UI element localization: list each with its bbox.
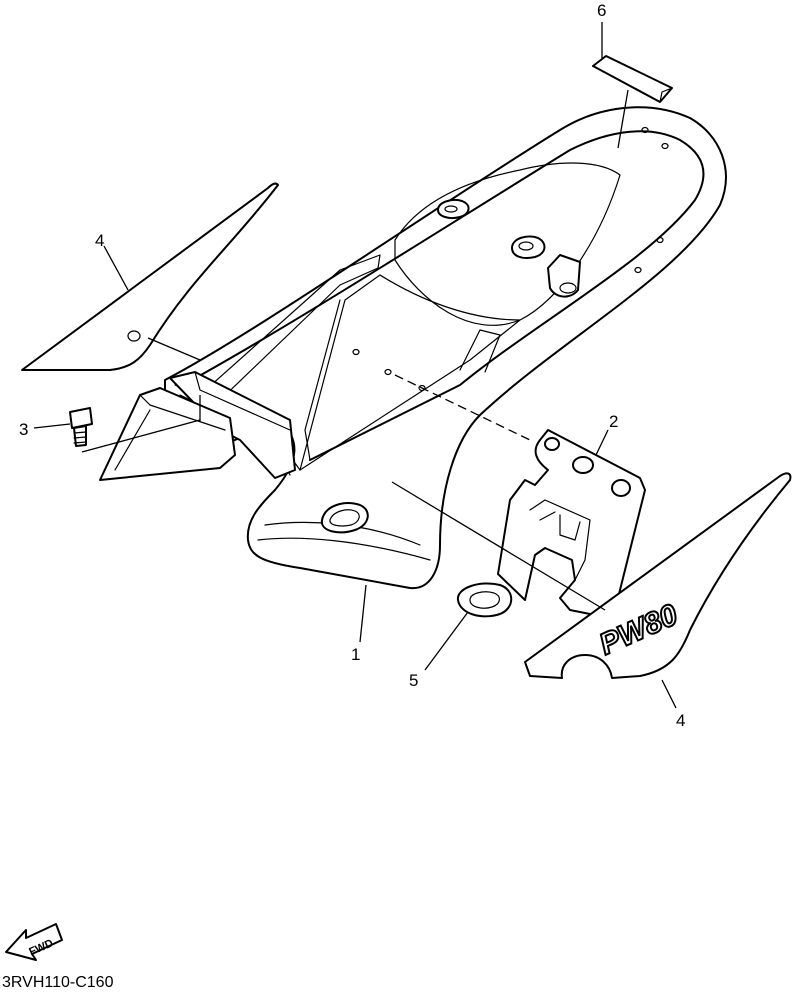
drawing-code: 3RVH110-C160: [2, 974, 114, 991]
callout-1: 1: [351, 645, 360, 664]
callout-6: 6: [597, 1, 606, 20]
part-4-right-decal: PW80: [524, 472, 792, 679]
part-6-pad: [592, 55, 673, 103]
callout-numbers: 6 4 3 2 1 5 4: [19, 1, 685, 730]
callout-5: 5: [409, 671, 418, 690]
part-1-rear-fender: [99, 106, 727, 590]
part-2-bracket: [497, 429, 646, 616]
part-3-bolt: [69, 407, 93, 447]
part-4-left-decal: [21, 182, 279, 371]
callout-2: 2: [609, 412, 618, 431]
callout-4-right: 4: [676, 711, 685, 730]
part-5-grommet: [456, 582, 513, 618]
callout-4-left: 4: [95, 231, 104, 250]
fwd-arrow-icon: FWD: [5, 923, 63, 961]
callout-3: 3: [19, 420, 28, 439]
leader-lines: [33, 22, 677, 709]
